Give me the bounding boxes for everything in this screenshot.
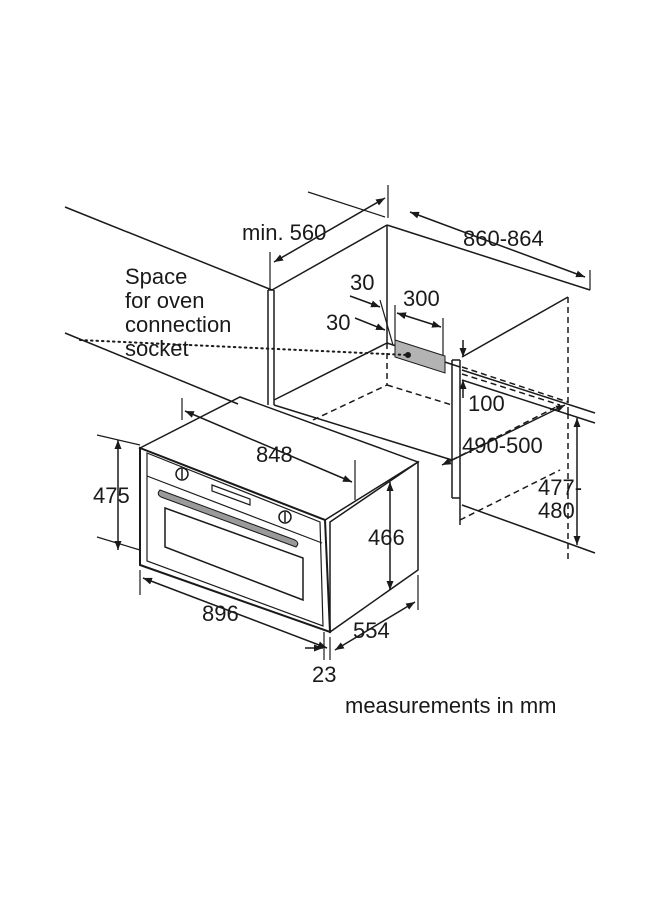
label-space-line3: connection xyxy=(125,312,231,337)
niche-dimensions xyxy=(269,185,591,545)
label-niche-depth: 490-500 xyxy=(462,433,543,458)
label-units-note: measurements in mm xyxy=(345,693,557,718)
label-30-top: 30 xyxy=(350,270,374,295)
oven-display xyxy=(211,484,251,506)
label-30-side: 30 xyxy=(326,310,350,335)
oven-appliance xyxy=(138,396,420,634)
label-100: 100 xyxy=(468,391,505,416)
hidden-back-top-2 xyxy=(461,373,561,406)
dim-arrow-848 xyxy=(184,410,353,483)
shelf-board-right-bottom xyxy=(461,379,596,424)
label-niche-width: 860-864 xyxy=(463,226,544,251)
label-554: 554 xyxy=(353,618,390,643)
shelf-board-front xyxy=(273,404,453,461)
dim-arrow-30-top xyxy=(349,295,381,308)
label-896: 896 xyxy=(202,601,239,626)
socket-dot xyxy=(405,352,411,358)
shelf-board-right-top xyxy=(461,369,596,414)
dim-arrow-554 xyxy=(334,601,416,651)
niche-right-top-edge xyxy=(461,296,569,358)
dim-arrow-860 xyxy=(409,211,586,278)
hidden-floor-back xyxy=(386,384,453,406)
niche-floor-back-left xyxy=(273,342,388,401)
label-space-line4: socket xyxy=(125,336,189,361)
label-space-line1: Space xyxy=(125,264,187,289)
oven-dimensions xyxy=(96,398,419,660)
labels: min. 560 860-864 Space for oven connecti… xyxy=(93,220,582,718)
dim-arrow-490 xyxy=(441,404,566,466)
oven-handle xyxy=(157,489,299,548)
hidden-lower-diag xyxy=(459,469,561,521)
top-board-edge xyxy=(64,206,273,291)
control-panel-line xyxy=(146,475,323,544)
shelf-board-left xyxy=(64,332,239,405)
dim-arrow-300 xyxy=(396,312,442,328)
cabinet-niche xyxy=(64,206,596,560)
label-niche-height-1: 477- xyxy=(538,475,582,500)
label-niche-height-2: 480 xyxy=(538,498,575,523)
ext-line-30 xyxy=(379,299,394,346)
label-466: 466 xyxy=(368,525,405,550)
dim-arrow-30-side xyxy=(354,317,386,331)
dim-arrow-896 xyxy=(142,577,328,649)
label-848: 848 xyxy=(256,442,293,467)
label-300: 300 xyxy=(403,286,440,311)
dim-arrow-560 xyxy=(273,197,386,263)
hidden-back-top xyxy=(461,366,569,403)
label-23: 23 xyxy=(312,662,336,687)
oven-front-frame xyxy=(139,446,332,634)
socket-leader-line xyxy=(79,339,409,356)
label-space-line2: for oven xyxy=(125,288,205,313)
label-475: 475 xyxy=(93,483,130,508)
label-min-depth: min. 560 xyxy=(242,220,326,245)
socket-box xyxy=(394,339,446,374)
lower-floor-edge xyxy=(461,504,596,554)
hidden-floor-left xyxy=(312,384,388,421)
